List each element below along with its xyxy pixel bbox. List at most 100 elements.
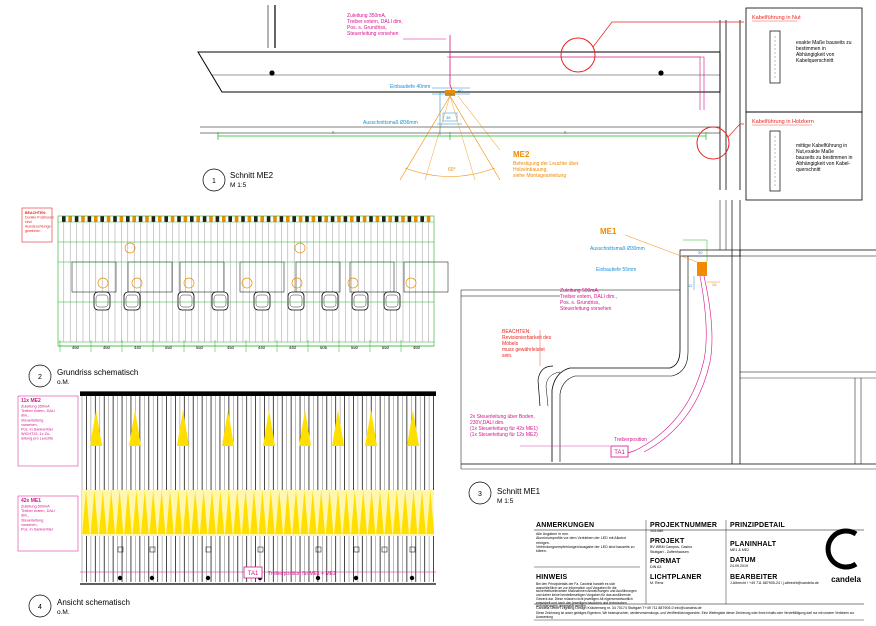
s3-treiber: Treiberposition: [614, 437, 647, 443]
s4-me1-note: 42x ME1 Zuleitung 500mA Treiber extern, …: [21, 498, 56, 532]
tb-footer-legal: Diese Zeichnung ist unser geistiges Eige…: [536, 611, 855, 619]
s1-me2-text: Befestigung der Leuchte über Holzeinbauu…: [513, 161, 580, 179]
cable-box-1-text: exakte Maße bauseits zu bestimmen in Abh…: [796, 40, 853, 64]
cable-box-2-title: Kabelführung in Holzkern: [752, 119, 814, 125]
plan-slat-head: [183, 216, 188, 222]
cable-box-2-text: mittige Kabelführung in Nut,exakte Maße …: [796, 143, 854, 173]
plan-slat-head: [62, 216, 66, 222]
section-1-scale: M 1:5: [230, 182, 247, 189]
plan-slat-head: [100, 216, 104, 222]
tb-planinhalt-heading: PLANINHALT: [730, 541, 777, 548]
tb-prinzipdetail-heading: PRINZIPDETAIL: [730, 522, 785, 529]
elev-foot: [409, 575, 415, 581]
tb-format-heading: FORMAT: [650, 557, 681, 565]
tb-format: DIN A3: [650, 564, 662, 569]
s3-dim-28: 28: [712, 282, 717, 287]
s1-me2-label: ME2: [513, 150, 530, 159]
dim-value: 550: [165, 345, 173, 350]
elev-socket: [205, 546, 212, 553]
plan-slat-head: [414, 216, 418, 222]
plan-slat-head: [138, 216, 143, 222]
plan-slat-head: [113, 216, 117, 222]
elev-me2-beam: [263, 410, 275, 446]
dim-value: 440: [258, 345, 266, 350]
dim-value: 460: [103, 345, 111, 350]
screw-dot: [269, 70, 275, 76]
plan-luminaire-me2: [183, 277, 195, 289]
elev-cap: [80, 392, 436, 396]
candela-logo: candela: [824, 526, 868, 586]
dim-x-right: x: [564, 130, 567, 136]
elev-me1-beam: [107, 490, 115, 534]
tb-projekt-line-2: Stuttgart - Zuffenhausen: [650, 549, 689, 554]
elev-foot: [315, 575, 321, 581]
plan-chair: [123, 291, 141, 311]
elev-me2-beam: [407, 410, 419, 446]
dim-x-left: x: [332, 130, 335, 136]
s4-me2-note: 11x ME2 Zuleitung 350mA Treiber extern, …: [21, 398, 56, 441]
plan-slat-head: [132, 216, 136, 222]
plan-slat-head: [158, 216, 162, 222]
plan-table: [349, 261, 395, 293]
plan-slat-head: [426, 216, 431, 222]
plan-slat-head: [305, 216, 309, 222]
plan-luminaire-me2: [294, 242, 306, 254]
elev-me2-beam: [332, 410, 344, 446]
elev-me1-beam: [191, 490, 199, 534]
section-3-scale: M 1:5: [497, 498, 514, 505]
plan-luminaire-me2: [291, 277, 303, 289]
plan-slat-head: [266, 216, 271, 222]
plan-chair: [211, 291, 229, 311]
section-1-schnitt-me2: x x 40 36 60° Zuleitung 350mA, Treiber e…: [197, 5, 741, 192]
elev-me1-beam: [292, 490, 300, 534]
tb-anmerkungen: ANMERKUNGEN Alle Angaben in mm. Aluminiu…: [536, 522, 641, 553]
plan-chair: [383, 291, 401, 311]
elev-me1-beam: [157, 490, 166, 534]
plan-slat-head: [382, 216, 386, 222]
plan-chair: [287, 291, 305, 311]
s1-einbautiefe: Einbautiefe 40mm: [390, 84, 430, 90]
plan-slat-head: [190, 216, 194, 222]
section-2-number: 2: [38, 374, 42, 381]
plan-chair-seat: [255, 294, 269, 308]
elev-foot: [205, 575, 211, 581]
plan-slat-head: [196, 216, 200, 222]
dim-value: 550: [196, 345, 204, 350]
plan-slat-head: [234, 216, 239, 222]
plan-slat-head: [68, 216, 72, 222]
s2-beachten-note: BEACHTEN: Dunkle Positionen sind Aussleu…: [25, 211, 55, 233]
elev-me1-beam: [241, 490, 250, 534]
plan-slat-head: [209, 216, 213, 222]
plan-slat-head: [81, 216, 85, 222]
plan-slat-head: [126, 216, 130, 222]
elev-me1-beam: [149, 490, 157, 534]
dim-value: 460: [72, 345, 80, 350]
plan-slat-head: [337, 216, 341, 222]
elev-me1-beam: [300, 490, 309, 534]
s3-ta1: TA1: [614, 450, 625, 456]
tb-datum: 24.09.2019: [730, 564, 748, 569]
cable-box-holzkern: Kabelführung in Holzkern mittige Kabelfü…: [696, 111, 863, 201]
candela-c-icon: [825, 528, 858, 570]
elev-me1-beam: [409, 490, 418, 534]
s3-zuleitung: Zuleitung 500mA, Treiber extern, DALI di…: [560, 288, 618, 312]
plan-slat-head: [279, 216, 284, 222]
plan-slat-head: [273, 216, 277, 222]
plan-slat-head: [119, 216, 124, 222]
plan-slat-head: [318, 216, 322, 222]
plan-slat-head: [241, 216, 245, 222]
tb-hinweis: HINWEIS Bei den Prinzipdetails der Fa. C…: [536, 574, 644, 609]
plan-slat-head: [260, 216, 264, 222]
section-4-marker: [28, 594, 52, 618]
section-2-grundriss: BEACHTEN: Dunkle Positionen sind Aussleu…: [21, 207, 435, 388]
elev-socket: [315, 546, 322, 553]
dim-value: 550: [351, 345, 359, 350]
plan-chair: [93, 291, 111, 311]
plan-slat-head: [407, 216, 412, 222]
elev-me2-beam: [365, 410, 377, 446]
elev-me1-beam: [367, 490, 376, 534]
plan-table: [403, 261, 449, 293]
tb-hinweis-text: Bei den Prinzipdetails der Fa. Candela h…: [536, 582, 637, 609]
cable-box-1-title: Kabelführung in Nut: [752, 15, 801, 21]
